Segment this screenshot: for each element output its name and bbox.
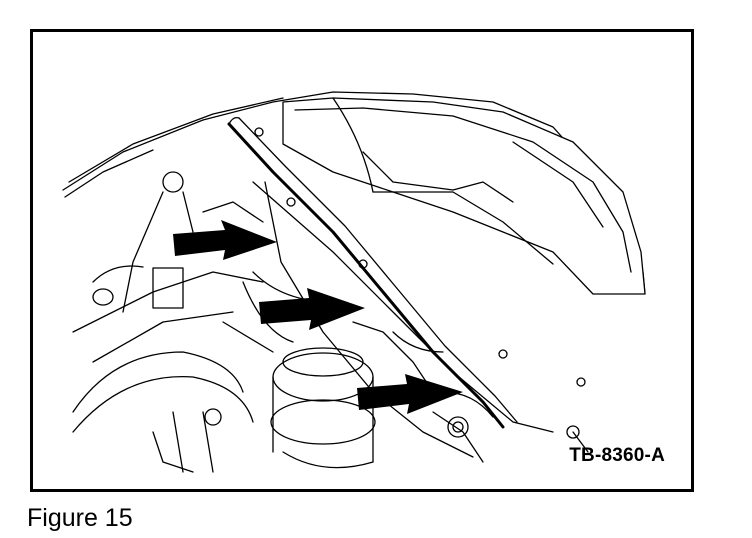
hoses-wiring	[222, 271, 589, 463]
seal-strip	[227, 116, 554, 458]
figure-frame: TB-8360-A	[30, 29, 694, 492]
pointer-arrows	[173, 220, 463, 414]
arrow-lower	[357, 374, 463, 414]
air-cleaner-housing	[282, 97, 646, 295]
arrow-upper	[173, 220, 277, 260]
air-intake-tube	[270, 347, 376, 469]
figure-reference-code: TB-8360-A	[569, 445, 665, 466]
arrow-middle	[259, 288, 365, 330]
engine-bay-illustration	[62, 91, 646, 473]
fastener-bolts	[254, 127, 586, 387]
engine-components	[72, 171, 264, 473]
figure-caption: Figure 15	[27, 504, 133, 532]
